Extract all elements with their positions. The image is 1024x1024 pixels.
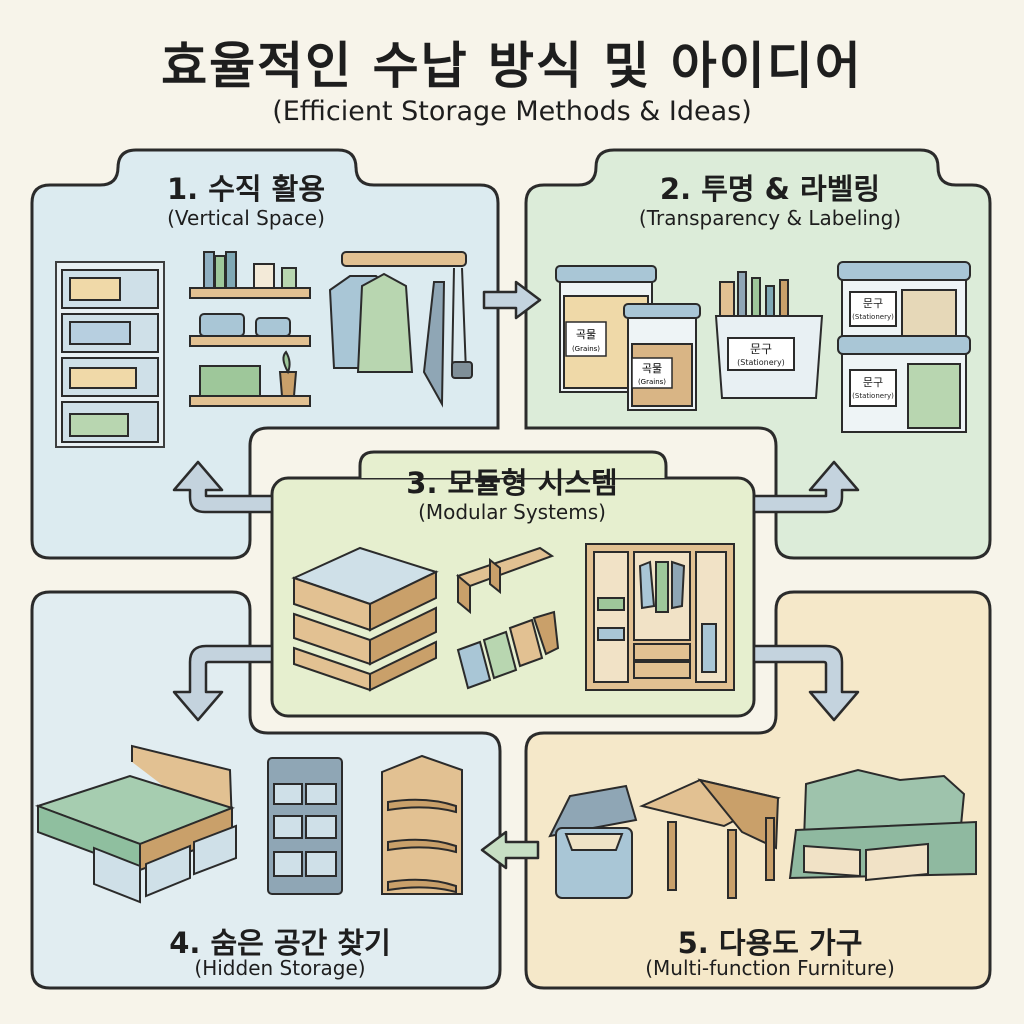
grain-label-2-sub: (Grains) [638,378,666,386]
hanging-organizer-illustration [267,757,343,895]
drawer-organizer-illustration [291,546,439,692]
grain-label-sub: (Grains) [572,345,600,353]
bin-bottom-label-sub: (Stationery) [852,392,894,400]
stationery-label-text: 문구 [750,342,772,356]
flow-arrows [172,280,860,870]
stacking-drawers-illustration [55,261,165,448]
section-5-subtitle: (Multi-function Furniture) [645,956,895,980]
grain-label-2: 곡물 (Grains) [631,357,673,389]
page-subtitle: (Efficient Storage Methods & Ideas) [272,96,752,127]
corner-shelf-illustration [381,754,463,895]
section-1-subtitle: (Vertical Space) [167,206,325,230]
bin-bottom-label-text: 문구 [863,376,883,389]
arrow-3-to-5 [752,644,860,722]
section-5-title: 5. 다용도 가구 [677,926,863,960]
arrow-3-to-4 [172,644,274,722]
divider-panels-illustration [455,546,560,690]
wall-shelves-illustration [189,251,311,407]
bin-top-label-text: 문구 [863,297,883,310]
section-2-subtitle: (Transparency & Labeling) [638,206,902,230]
section-4-subtitle: (Hidden Storage) [194,956,366,980]
section-2-title: 2. 투명 & 라벨링 [659,172,881,206]
grain-label-2-text: 곡물 [642,362,662,375]
clear-bins-illustration: 문구 (Stationery) 문구 (Stationery) [837,261,971,433]
section-5-panel [524,590,992,990]
section-3-title: 3. 모듈형 시스템 [406,466,618,500]
arrow-3-to-1 [172,460,274,514]
storage-sofa-illustration [788,768,977,882]
grain-label-1: 곡물 (Grains) [565,321,607,357]
storage-ottoman-illustration [548,784,638,899]
storage-bed-illustration [34,744,237,904]
drop-leaf-table-illustration [638,778,781,899]
stationery-cup-illustration: 문구 (Stationery) [714,271,824,399]
bin-top-label-sub: (Stationery) [852,313,894,321]
stationery-label-sub: (Stationery) [737,358,785,367]
section-3-subtitle: (Modular Systems) [418,500,606,524]
section-3-tab [358,450,668,478]
grain-label-text: 곡물 [576,328,596,341]
arrow-3-to-2 [752,460,860,514]
arrow-1-to-2 [482,280,542,320]
section-1-title: 1. 수직 활용 [166,172,326,206]
arrow-5-to-4 [480,830,540,870]
page-title: 효율적인 수납 방식 및 아이디어 [161,37,863,95]
coat-rack-illustration [328,251,473,408]
section-4-title: 4. 숨은 공간 찾기 [169,926,391,960]
modular-wardrobe-illustration [585,543,735,691]
